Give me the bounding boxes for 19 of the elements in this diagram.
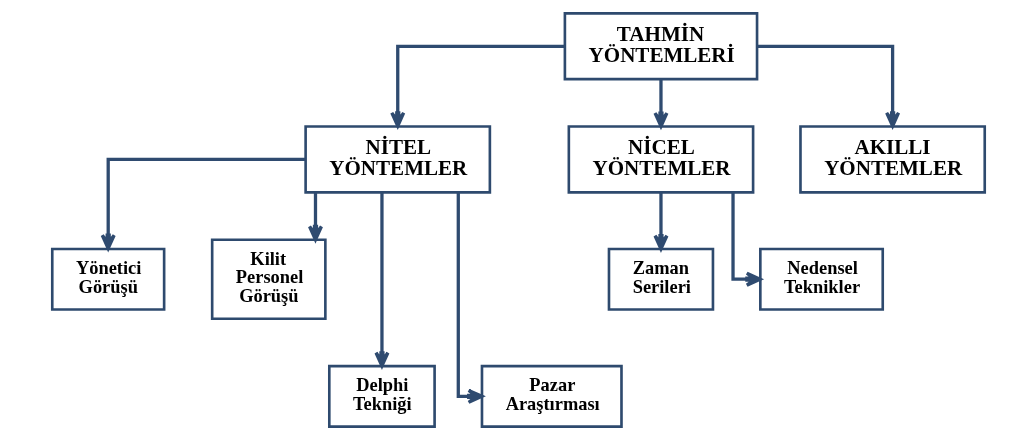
node-box: Pazar Araştırması	[480, 364, 623, 428]
arrow	[389, 44, 565, 128]
arrow	[456, 192, 483, 404]
node-box: Yönetici Görüşü	[50, 247, 165, 311]
node-box: NİTEL YÖNTEMLER	[303, 125, 491, 194]
node-box: Nedensel Teknikler	[758, 247, 884, 311]
node-box: Delphi Tekniği	[327, 364, 436, 428]
arrow	[652, 79, 669, 128]
arrow	[373, 192, 390, 368]
arrow	[730, 192, 762, 287]
arrow	[652, 192, 669, 251]
node-box: NİCEL YÖNTEMLER	[567, 125, 754, 194]
arrow	[756, 44, 900, 128]
arrow	[307, 192, 323, 242]
node-box: Kilit Personel Görüşü	[210, 238, 327, 321]
arrow	[100, 157, 305, 251]
node-box: Zaman Serileri	[607, 247, 714, 311]
node-box: TAHMİN YÖNTEMLERİ	[563, 12, 758, 81]
node-box: AKILLI YÖNTEMLER	[798, 125, 986, 194]
